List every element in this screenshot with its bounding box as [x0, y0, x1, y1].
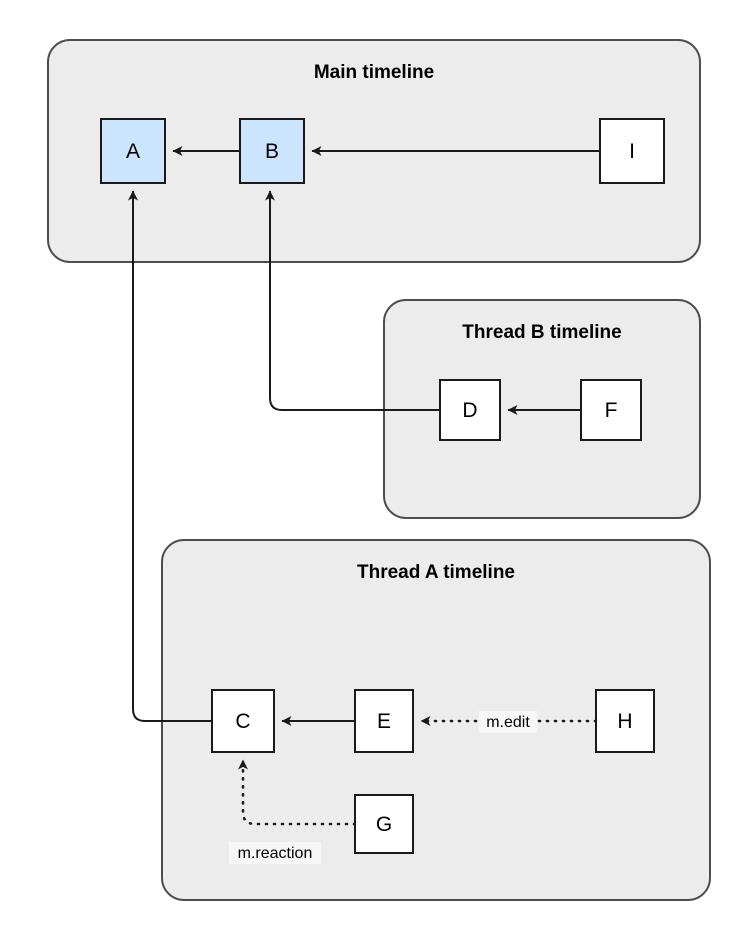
edge-label-text: m.reaction: [238, 845, 313, 862]
event-node-b[interactable]: B: [239, 118, 305, 184]
edge-label-g-to-c: m.reaction: [229, 842, 321, 864]
event-node-box[interactable]: [354, 689, 414, 753]
event-node-label: I: [629, 140, 635, 163]
edge-g-to-c: [238, 758, 357, 826]
event-node-h[interactable]: H: [595, 689, 655, 753]
event-node-box[interactable]: [580, 379, 642, 441]
event-node-i[interactable]: I: [599, 118, 665, 184]
event-node-d[interactable]: D: [439, 379, 501, 441]
event-nodes-layer: A B I D F C E H G: [100, 118, 665, 854]
event-node-box[interactable]: [599, 118, 665, 184]
edge-c-to-a: [128, 190, 212, 722]
event-node-box[interactable]: [239, 118, 305, 184]
event-node-box[interactable]: [211, 689, 275, 753]
event-node-box[interactable]: [595, 689, 655, 753]
edge-label-background: [478, 711, 538, 733]
edge-label-h-to-e: m.edit: [478, 711, 538, 733]
event-node-box[interactable]: [100, 118, 166, 184]
event-node-label: A: [126, 140, 140, 163]
edge-label-background: [229, 842, 321, 864]
event-node-a[interactable]: A: [100, 118, 166, 184]
event-node-label: G: [376, 813, 392, 836]
event-node-label: F: [605, 399, 618, 422]
edge-d-to-b: [265, 190, 440, 411]
timeline-group-title: Thread B timeline: [462, 322, 621, 343]
event-node-label: B: [265, 140, 279, 163]
edge-labels-layer: m.edit m.reaction: [229, 711, 538, 864]
event-node-box[interactable]: [439, 379, 501, 441]
event-node-g[interactable]: G: [354, 794, 414, 854]
event-node-label: D: [462, 399, 477, 422]
event-node-e[interactable]: E: [354, 689, 414, 753]
event-node-label: C: [235, 710, 250, 733]
event-node-f[interactable]: F: [580, 379, 642, 441]
edge-label-text: m.edit: [486, 714, 530, 731]
event-node-box[interactable]: [354, 794, 414, 854]
timeline-group-title: Thread A timeline: [357, 562, 515, 583]
timeline-group-title: Main timeline: [314, 62, 434, 83]
event-node-label: E: [377, 710, 391, 733]
event-node-c[interactable]: C: [211, 689, 275, 753]
event-node-label: H: [617, 710, 632, 733]
